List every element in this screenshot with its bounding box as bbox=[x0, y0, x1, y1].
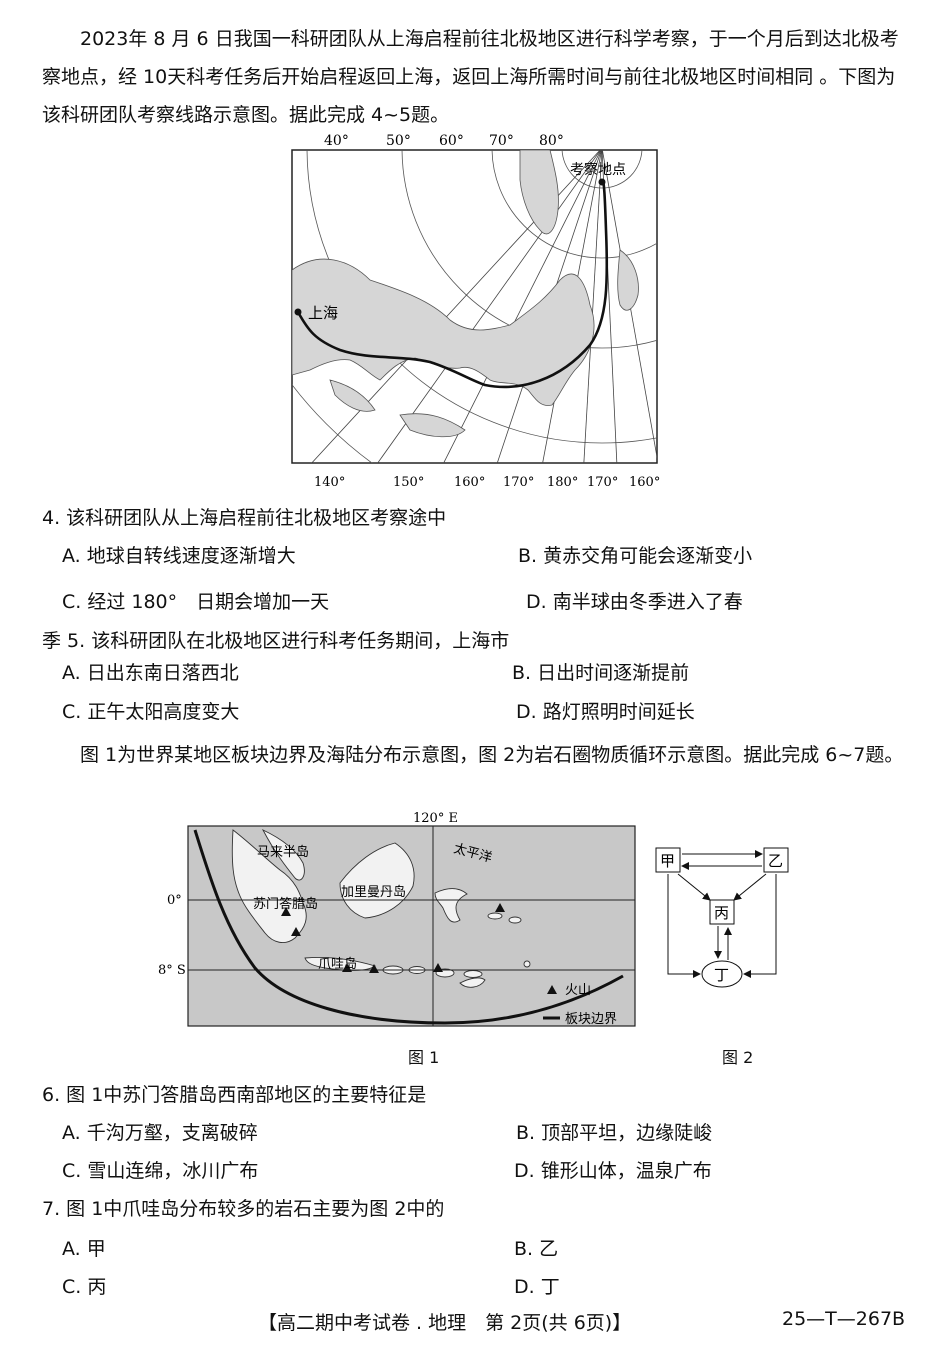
question-6-stem: 6. 图 1中苏门答腊岛西南部地区的主要特征是 bbox=[42, 1084, 427, 1106]
end-label-survey-site: 考察地点 bbox=[570, 161, 626, 178]
top-lon-label: 50° bbox=[386, 133, 411, 149]
kalimantan-label: 加里曼丹岛 bbox=[341, 884, 406, 900]
start-label-shanghai: 上海 bbox=[308, 304, 338, 322]
q6-option-a[interactable]: A. 千沟万壑，支离破碎 bbox=[62, 1122, 258, 1144]
legend-volcano-label: 火山 bbox=[565, 983, 591, 998]
q5-option-a[interactable]: A. 日出东南日落西北 bbox=[62, 662, 239, 684]
bottom-lon-label: 160° bbox=[454, 475, 485, 490]
bottom-lon-label: 170° bbox=[587, 475, 618, 490]
page-footer-code: 25—T—267B bbox=[782, 1308, 906, 1330]
q5-option-b[interactable]: B. 日出时间逐渐提前 bbox=[512, 662, 690, 684]
q4-option-a[interactable]: A. 地球自转线速度逐渐增大 bbox=[62, 545, 296, 567]
bottom-lon-label: 150° bbox=[393, 475, 424, 490]
q7-option-c[interactable]: C. 丙 bbox=[62, 1276, 107, 1298]
node-ding: 丁 bbox=[714, 966, 729, 984]
lat-0-label: 0° bbox=[167, 893, 182, 908]
q4-option-b[interactable]: B. 黄赤交角可能会逐渐变小 bbox=[518, 545, 753, 567]
top-lon-label: 70° bbox=[489, 133, 514, 149]
page-footer-title: 【高二期中考试卷 . 地理 第 2页(共 6页)】 bbox=[258, 1312, 632, 1334]
q5-option-d[interactable]: D. 路灯照明时间延长 bbox=[516, 701, 695, 723]
question-7-stem: 7. 图 1中爪哇岛分布较多的岩石主要为图 2中的 bbox=[42, 1198, 445, 1220]
question-5-stem: 季 5. 该科研团队在北极地区进行科考任务期间，上海市 bbox=[42, 630, 510, 652]
q4-option-d[interactable]: D. 南半球由冬季进入了春 bbox=[526, 591, 743, 613]
q7-option-d[interactable]: D. 丁 bbox=[514, 1276, 560, 1298]
q7-option-b[interactable]: B. 乙 bbox=[514, 1238, 559, 1260]
top-lon-label: 40° bbox=[324, 133, 349, 149]
q6-option-b[interactable]: B. 顶部平坦，边缘陡峻 bbox=[516, 1122, 713, 1144]
plate-boundary-map: 120° E 0° 8° S bbox=[155, 808, 645, 1033]
malay-peninsula-label: 马来半岛 bbox=[257, 844, 309, 860]
bottom-lon-label: 160° bbox=[629, 475, 660, 490]
bottom-lon-label: 140° bbox=[314, 475, 345, 490]
intro-paragraph-2: 图 1为世界某地区板块边界及海陆分布示意图，图 2为岩石圈物质循环示意图。据此完… bbox=[80, 744, 904, 766]
route-map-figure: 40° 50° 60° 70° 80° bbox=[290, 130, 670, 490]
java-label: 爪哇岛 bbox=[318, 956, 357, 972]
q5-option-c[interactable]: C. 正午太阳高度变大 bbox=[62, 701, 240, 723]
top-lon-label: 80° bbox=[539, 133, 564, 149]
figure-1-caption: 图 1 bbox=[408, 1048, 440, 1067]
node-yi: 乙 bbox=[768, 852, 783, 870]
bottom-lon-label: 180° bbox=[547, 475, 578, 490]
top-lon-label: 60° bbox=[439, 133, 464, 149]
lat-8s-label: 8° S bbox=[158, 963, 186, 978]
lon-120e-label: 120° E bbox=[413, 811, 458, 826]
q6-option-d[interactable]: D. 锥形山体，温泉广布 bbox=[514, 1160, 712, 1182]
q4-option-c[interactable]: C. 经过 180° 日期会增加一天 bbox=[62, 591, 330, 613]
legend-boundary-label: 板块边界 bbox=[565, 1012, 617, 1027]
intro-paragraph-1: 2023年 8 月 6 日我国一科研团队从上海启程前往北极地区进行科学考察，于一… bbox=[42, 28, 899, 126]
sumatra-label: 苏门答腊岛 bbox=[253, 896, 318, 912]
bottom-lon-label: 170° bbox=[503, 475, 534, 490]
question-4-stem: 4. 该科研团队从上海启程前往北极地区考察途中 bbox=[42, 507, 447, 529]
node-jia: 甲 bbox=[660, 852, 675, 870]
rock-cycle-diagram: 甲 乙 丙 丁 bbox=[650, 840, 810, 990]
q7-option-a[interactable]: A. 甲 bbox=[62, 1238, 106, 1260]
q6-option-c[interactable]: C. 雪山连绵，冰川广布 bbox=[62, 1160, 259, 1182]
figure-2-caption: 图 2 bbox=[722, 1048, 754, 1067]
node-bing: 丙 bbox=[714, 904, 729, 922]
